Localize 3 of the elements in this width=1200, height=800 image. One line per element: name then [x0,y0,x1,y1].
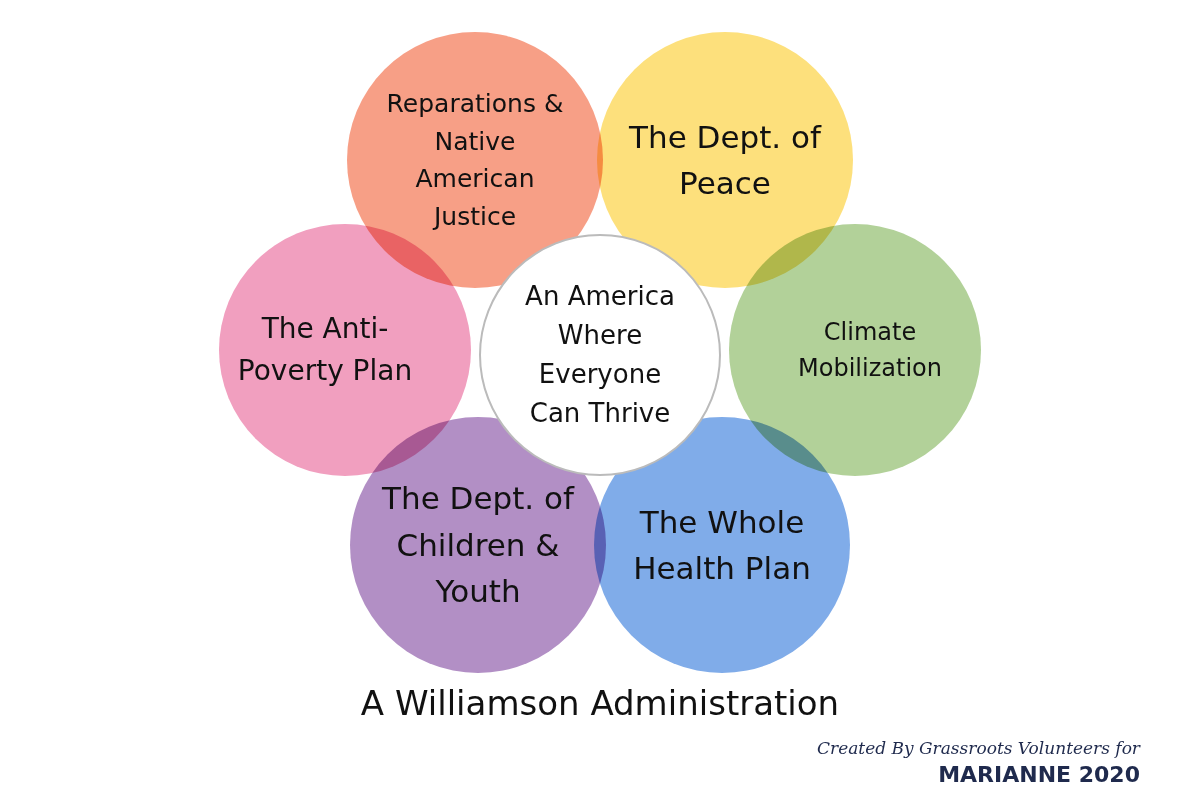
caption: A Williamson Administration [359,683,841,723]
campaign-name: MARIANNE 2020 [938,762,1140,787]
credit-note: Created By Grassroots Volunteers for [817,738,1140,758]
